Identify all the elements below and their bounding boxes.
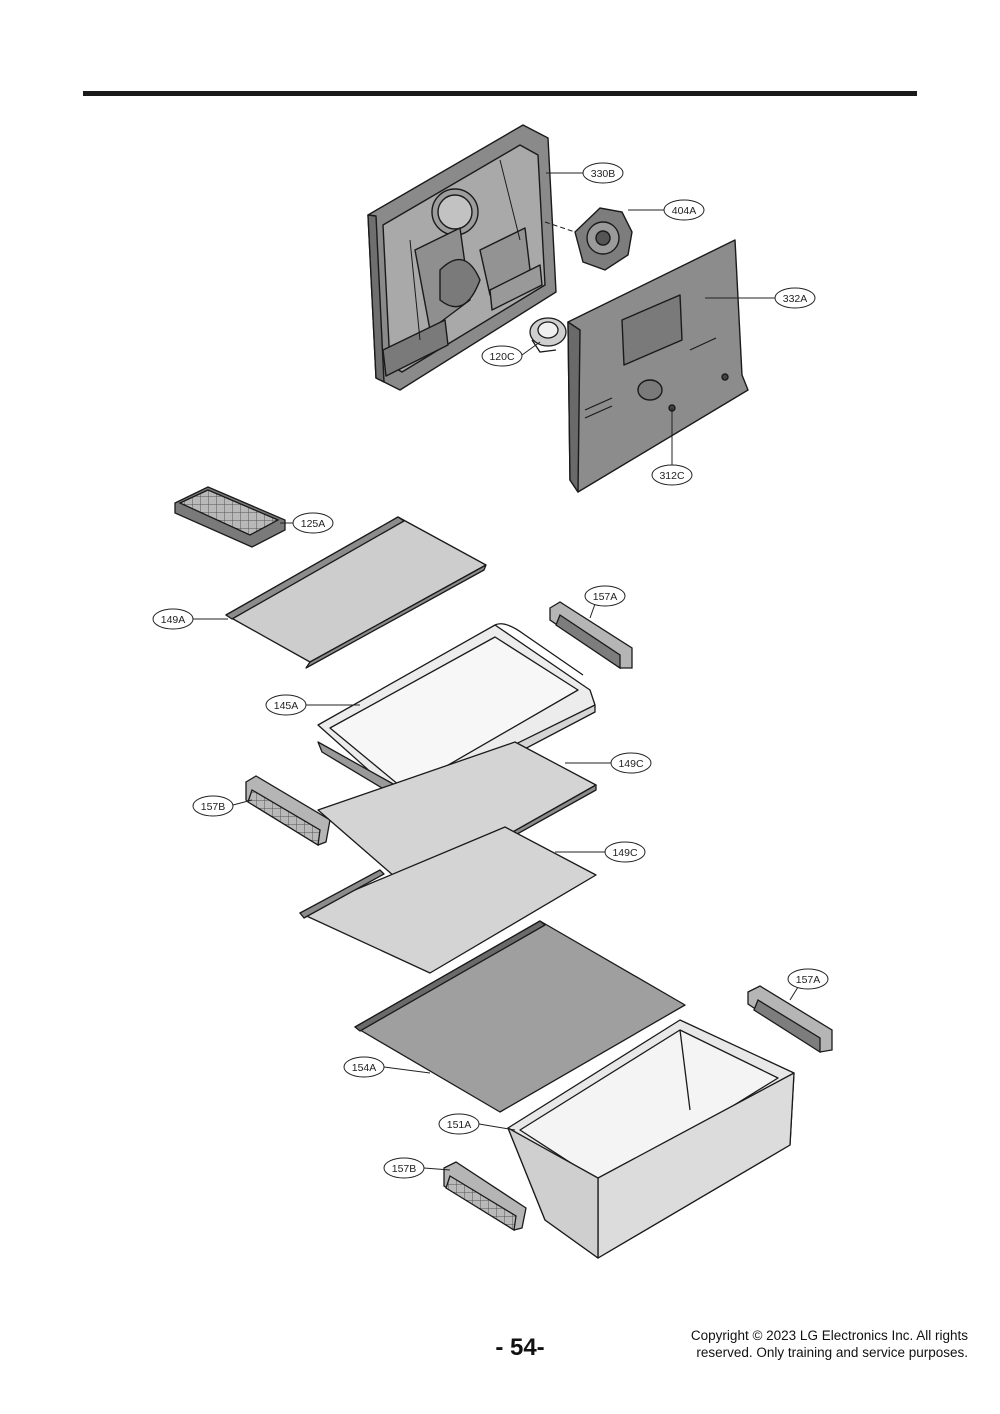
part-157B-upper-rail <box>245 775 331 847</box>
callout-label-157A-upper: 157A <box>593 591 618 603</box>
callout-label-332A: 332A <box>783 293 808 305</box>
part-151A-crisper-bin <box>507 1019 795 1259</box>
copyright-line-2: reserved. Only training and service purp… <box>696 1345 968 1360</box>
callout-label-149A: 149A <box>161 614 186 626</box>
callout-label-404A: 404A <box>672 205 697 217</box>
callout-312C: 312C <box>651 408 693 486</box>
callout-149C-lower: 149C <box>555 841 646 863</box>
callout-149C-upper: 149C <box>565 752 652 774</box>
part-125A-ice-tray <box>174 486 286 548</box>
header-rule <box>83 91 917 96</box>
callout-label-149C-upper: 149C <box>618 758 644 770</box>
copyright-line-1: Copyright © 2023 LG Electronics Inc. All… <box>690 1328 968 1343</box>
part-149C-lower-shelf <box>299 826 597 974</box>
callout-label-330B: 330B <box>591 168 616 180</box>
callout-label-157B-lower: 157B <box>392 1163 417 1175</box>
callout-157B-lower: 157B <box>383 1157 451 1179</box>
part-332A-cover-panel <box>567 239 749 493</box>
part-120C-grommet <box>529 317 567 353</box>
part-157B-lower-rail <box>443 1161 527 1232</box>
part-330B-fan-housing <box>367 124 557 391</box>
page-number: - 54- <box>495 1334 545 1361</box>
callout-149A: 149A <box>152 608 228 630</box>
callout-151A: 151A <box>438 1113 516 1135</box>
callout-label-125A: 125A <box>301 518 326 530</box>
callout-154A: 154A <box>343 1056 431 1078</box>
callout-157A-lower: 157A <box>787 968 829 1001</box>
part-157A-upper-rail <box>549 601 633 670</box>
callout-330B: 330B <box>546 162 624 184</box>
callout-157A-upper: 157A <box>584 585 626 619</box>
callout-157B-upper: 157B <box>192 795 253 817</box>
copyright-notice: Copyright © 2023 LG Electronics Inc. All… <box>691 1327 968 1361</box>
callout-404A: 404A <box>628 199 705 221</box>
callout-125A: 125A <box>280 512 334 534</box>
callout-label-157A-lower: 157A <box>796 974 821 986</box>
callout-label-157B-upper: 157B <box>201 801 226 813</box>
part-154A-crisper-cover <box>354 920 686 1113</box>
callout-label-145A: 145A <box>274 700 299 712</box>
callout-label-151A: 151A <box>447 1119 472 1131</box>
callout-332A: 332A <box>705 287 816 309</box>
part-157A-lower-rail <box>747 985 833 1054</box>
callout-label-312C: 312C <box>659 470 685 482</box>
part-404A-fan-motor <box>544 207 633 271</box>
callout-label-154A: 154A <box>352 1062 377 1074</box>
callout-120C: 120C <box>481 341 541 367</box>
callout-label-149C-lower: 149C <box>612 847 638 859</box>
callout-145A: 145A <box>265 694 360 716</box>
callout-label-120C: 120C <box>489 351 515 363</box>
part-149A-glass-shelf <box>225 516 487 669</box>
